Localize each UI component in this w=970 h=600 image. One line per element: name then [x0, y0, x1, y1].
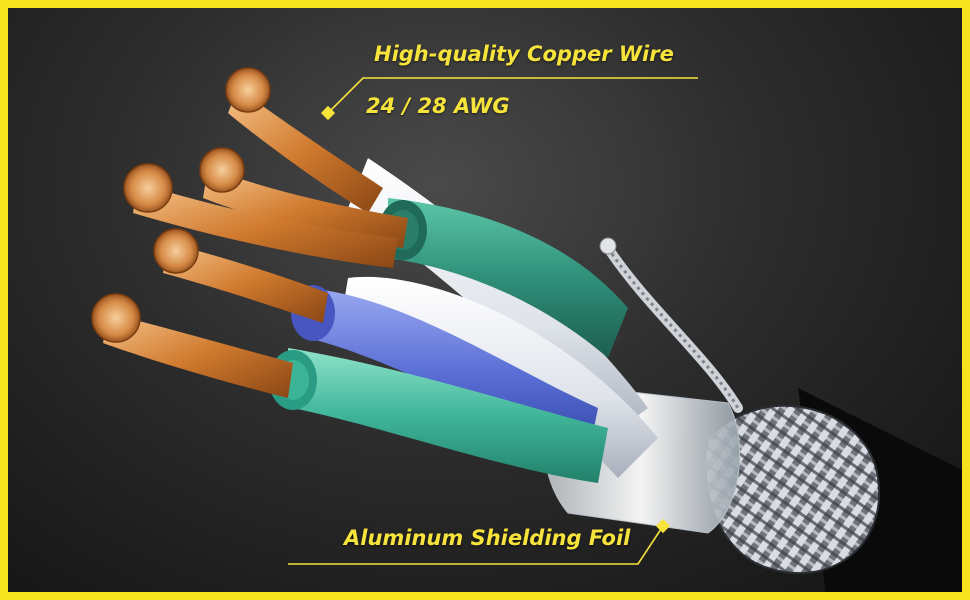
cable-illustration [91, 67, 962, 592]
foil-callout-leader [288, 525, 664, 565]
copper-callout-leader [327, 77, 698, 114]
copper-callout-marker [320, 105, 336, 121]
foil-callout-marker [655, 518, 671, 534]
copper-strands [91, 67, 408, 398]
wire-gauge-label: 24 / 28 AWG [366, 94, 510, 118]
drain-wire [599, 237, 743, 413]
copper-wire-title: High-quality Copper Wire [374, 42, 674, 66]
shielding-foil-title: Aluminum Shielding Foil [344, 526, 631, 550]
